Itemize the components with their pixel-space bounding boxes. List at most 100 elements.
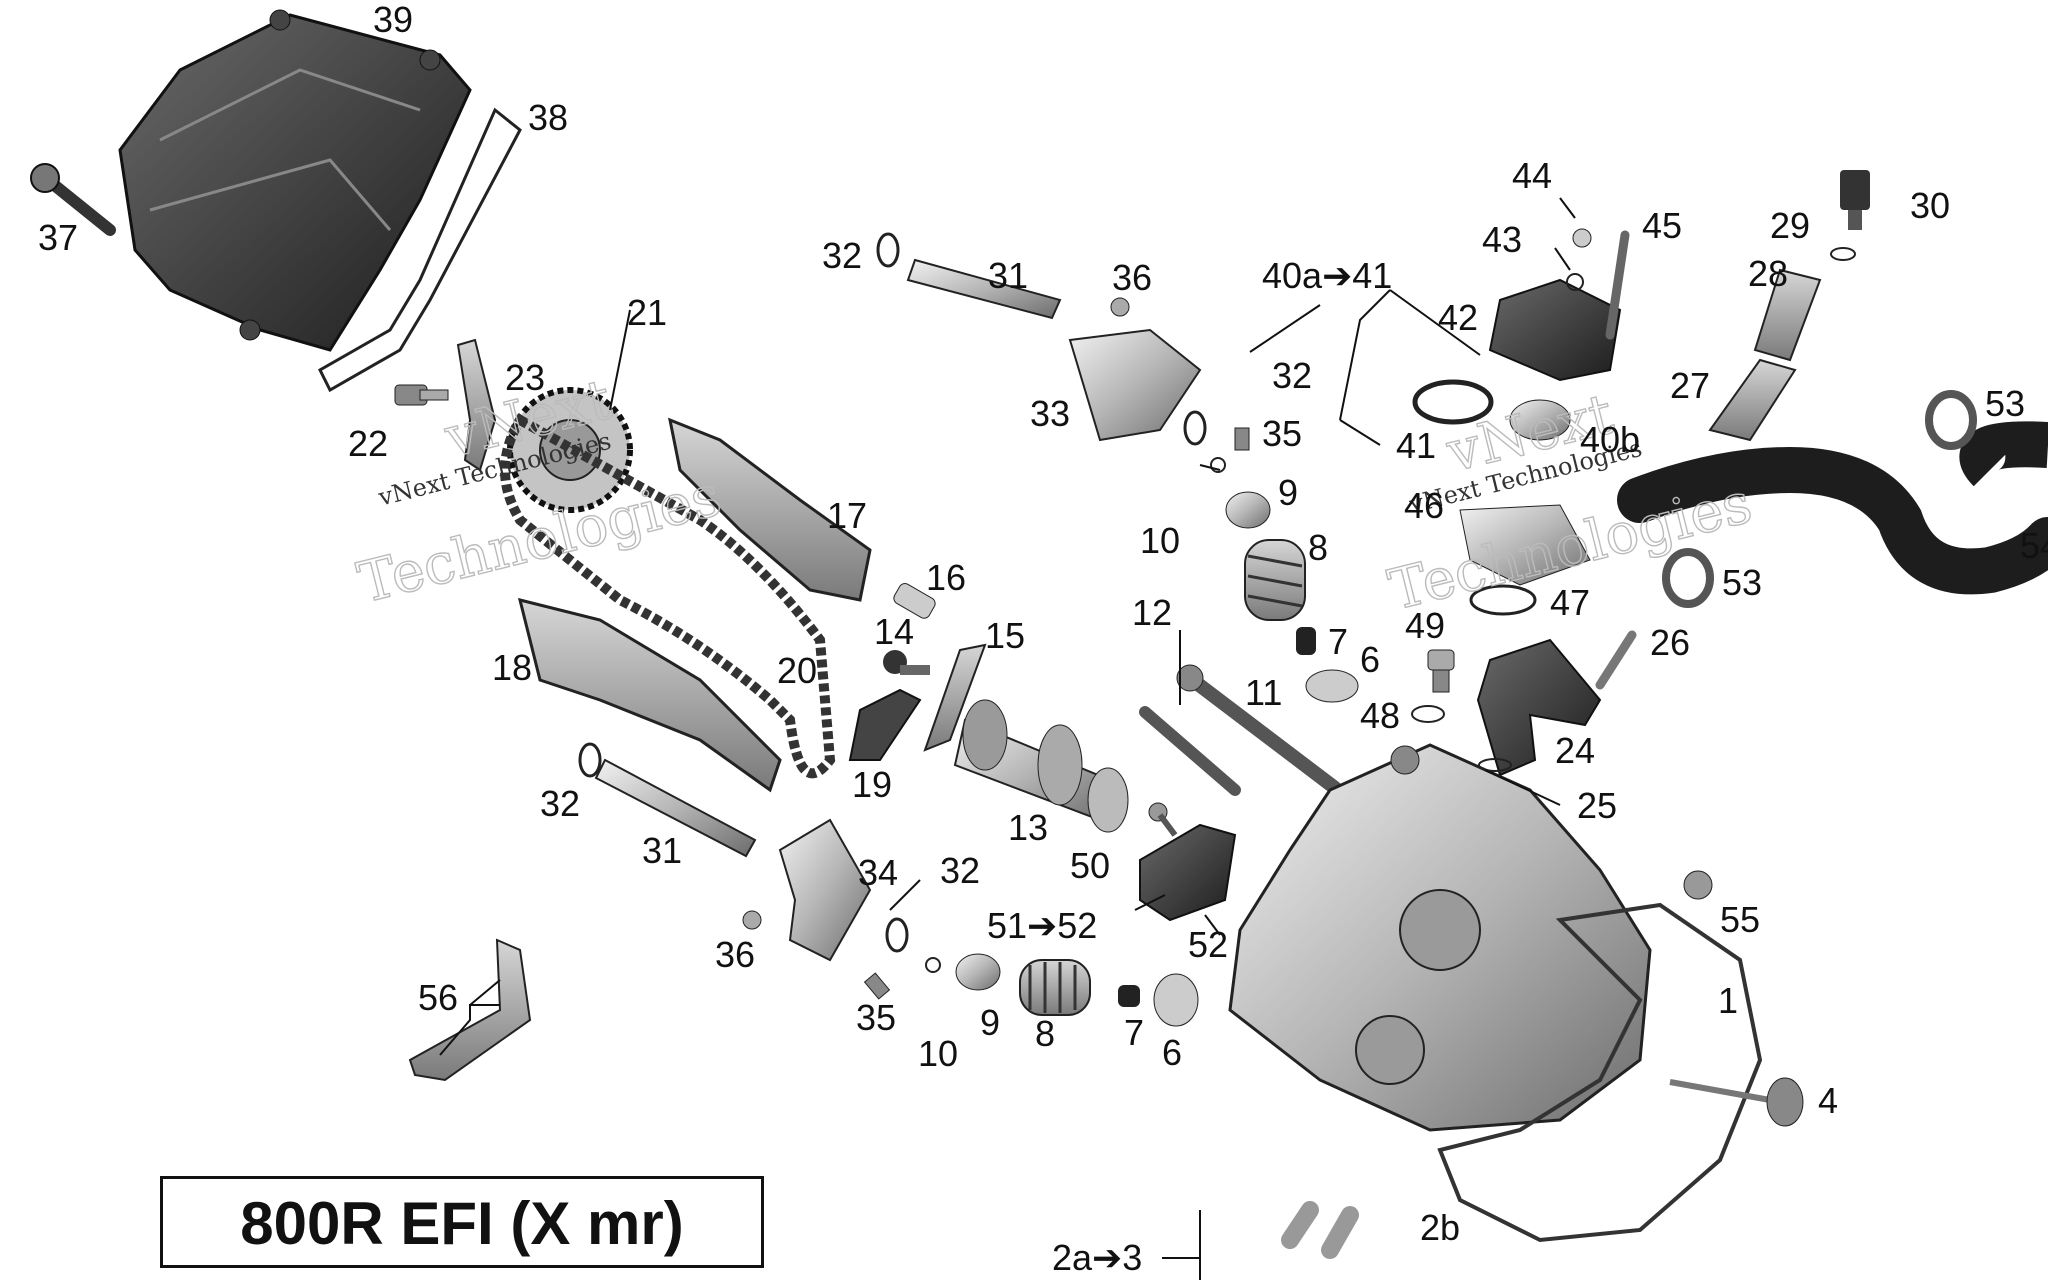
coolant-hose xyxy=(1617,446,2048,595)
callout-44: 44 xyxy=(1512,155,1552,196)
callout-19: 19 xyxy=(852,764,892,805)
sensor-bolt xyxy=(1148,802,1178,837)
callout-43: 43 xyxy=(1482,219,1522,260)
spring-retainer-lower xyxy=(955,953,1001,991)
valve-cotter-lower xyxy=(925,957,941,973)
callout-27: 27 xyxy=(1670,365,1710,406)
plug-screw xyxy=(1427,649,1455,693)
callout-40b: 40b xyxy=(1580,419,1640,460)
valve-cover-gasket xyxy=(318,107,522,393)
coolant-elbow xyxy=(1476,638,1602,777)
callout-36-upper: 36 xyxy=(1112,257,1152,298)
callout-51-52: 51➔52 xyxy=(987,905,1097,946)
callout-10-upper: 10 xyxy=(1140,520,1180,561)
callout-22: 22 xyxy=(348,423,388,464)
tensioner-bolt xyxy=(883,650,930,675)
valve-spring-lower xyxy=(1019,959,1091,1016)
callout-40a-41: 40a➔41 xyxy=(1262,255,1392,296)
rocker-shaft-lower xyxy=(594,758,757,858)
chain-guide xyxy=(517,597,782,793)
pivot-pin xyxy=(893,583,936,619)
tensioner-plate xyxy=(923,643,987,752)
dowel-pin-2 xyxy=(1321,1206,1359,1259)
head-bolt-short xyxy=(1139,706,1241,796)
o-ring-2 xyxy=(1183,410,1207,446)
callout-25: 25 xyxy=(1577,785,1617,826)
callout-34: 34 xyxy=(858,852,898,893)
callout-21: 21 xyxy=(627,292,667,333)
callout-33: 33 xyxy=(1030,393,1070,434)
callout-15: 15 xyxy=(985,615,1025,656)
valve-seal-lower xyxy=(1118,985,1140,1007)
callout-11: 11 xyxy=(1245,672,1282,713)
valve-seal-upper xyxy=(1296,627,1316,655)
callout-23: 23 xyxy=(505,357,545,398)
camshaft xyxy=(953,699,1129,833)
dowel-pin-1 xyxy=(1281,1201,1319,1249)
hose-clamp-lower xyxy=(1662,548,1714,608)
bracket-bolt xyxy=(394,384,449,406)
callout-47: 47 xyxy=(1550,582,1590,623)
rocker-arm-upper xyxy=(1068,328,1202,442)
callout-50: 50 xyxy=(1070,845,1110,886)
callout-32-upper-left: 32 xyxy=(822,235,862,276)
rocker-nut-upper xyxy=(1110,297,1130,317)
callout-18: 18 xyxy=(492,647,532,688)
callout-14: 14 xyxy=(874,611,914,652)
rocker-nut-lower xyxy=(742,910,762,930)
elbow-o-ring xyxy=(1478,758,1512,772)
callout-7-upper: 7 xyxy=(1328,621,1348,662)
callout-31-upper: 31 xyxy=(988,255,1028,296)
plug-gasket xyxy=(1411,705,1445,723)
callout-24: 24 xyxy=(1555,730,1595,771)
callout-1: 1 xyxy=(1718,980,1738,1021)
head-bolt-long xyxy=(1183,671,1342,795)
o-ring-4 xyxy=(885,917,909,953)
sensor-washer xyxy=(1830,247,1856,261)
elbow-bolt xyxy=(1595,630,1637,690)
callout-32-upper-right: 32 xyxy=(1272,355,1312,396)
callout-9-upper: 9 xyxy=(1278,472,1298,513)
callout-31-lower: 31 xyxy=(642,830,682,871)
callout-29: 29 xyxy=(1770,205,1810,246)
callout-55: 55 xyxy=(1720,899,1760,940)
callout-10-lower: 10 xyxy=(918,1033,958,1074)
washer-small xyxy=(1566,273,1584,291)
o-ring-3 xyxy=(578,742,602,778)
callout-32-lower-right: 32 xyxy=(940,850,980,891)
callout-12: 12 xyxy=(1132,592,1172,633)
callout-53-lower: 53 xyxy=(1722,562,1762,603)
callout-45: 45 xyxy=(1642,205,1682,246)
callout-16: 16 xyxy=(926,557,966,598)
valve-cover xyxy=(118,9,472,352)
o-ring-1 xyxy=(876,232,900,268)
tensioner-lever xyxy=(848,688,922,761)
model-label: 800R EFI (X mr) xyxy=(240,1190,684,1257)
housing-screw-small xyxy=(1572,228,1592,248)
callout-6-upper: 6 xyxy=(1360,639,1380,680)
callout-52: 52 xyxy=(1188,924,1228,965)
leader-lines xyxy=(439,197,1576,1280)
callout-35-lower: 35 xyxy=(856,997,896,1038)
valve xyxy=(1669,1077,1804,1127)
callout-36-lower: 36 xyxy=(715,934,755,975)
spring-seat-lower xyxy=(1153,973,1199,1027)
sensor-sleeve xyxy=(1708,358,1797,442)
model-label-box: 800R EFI (X mr) xyxy=(160,1176,764,1268)
valve-cotter-upper xyxy=(1210,457,1226,473)
callout-17: 17 xyxy=(827,495,867,536)
callout-6-lower: 6 xyxy=(1162,1032,1182,1073)
callout-28: 28 xyxy=(1748,253,1788,294)
rocker-shaft-upper xyxy=(906,258,1062,320)
thermostat-housing xyxy=(1488,278,1622,382)
head-gasket xyxy=(1437,902,1763,1243)
outlet-fitting xyxy=(1459,504,1591,586)
callout-35-upper: 35 xyxy=(1262,413,1302,454)
rocker-arm-lower xyxy=(778,818,872,962)
spring-retainer-upper xyxy=(1225,491,1271,529)
callout-53-upper: 53 xyxy=(1985,383,2025,424)
chain-tensioner-guide xyxy=(667,417,872,602)
callout-9-lower: 9 xyxy=(980,1002,1000,1043)
callout-26: 26 xyxy=(1650,622,1690,663)
